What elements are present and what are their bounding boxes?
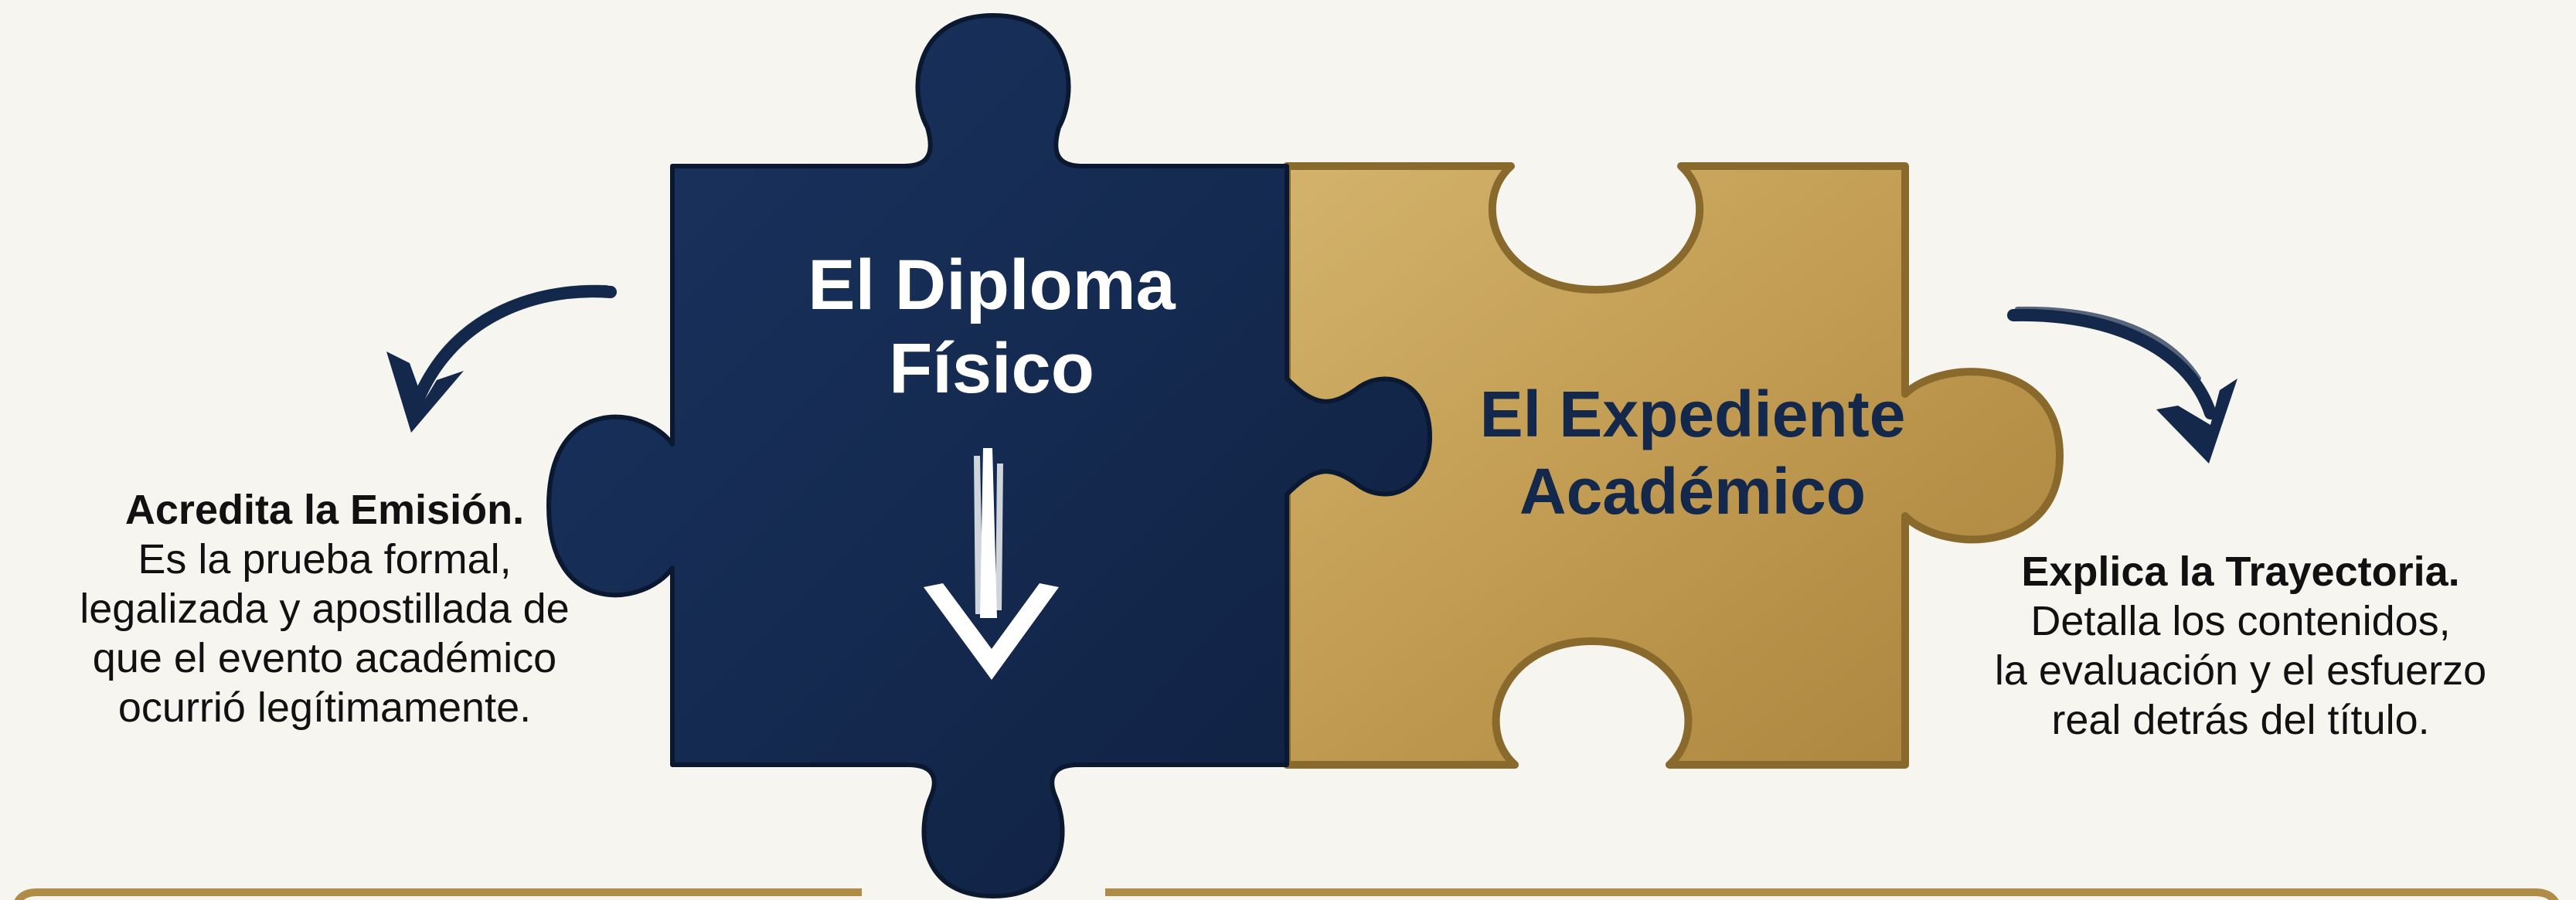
right-description: Explica la Trayectoria. Detalla los cont…	[1905, 547, 2576, 745]
puzzle-piece-expediente	[1283, 162, 2064, 769]
left-heading: Acredita la Emisión.	[124, 487, 525, 533]
right-line: Detalla los contenidos,	[2030, 598, 2451, 644]
diploma-title-line-1: El Diploma	[808, 246, 1176, 324]
left-line: Es la prueba formal,	[138, 536, 512, 582]
left-line: ocurrió legítimamente.	[117, 684, 532, 731]
left-description: Acredita la Emisión. Es la prueba formal…	[0, 485, 649, 732]
left-line: legalizada y apostillada de	[80, 586, 570, 632]
right-line: la evaluación y el esfuerzo	[1994, 647, 2487, 694]
bottom-bracket	[12, 888, 2559, 900]
curved-arrow-right-icon	[2007, 306, 2237, 464]
diploma-title-line-2: Físico	[889, 329, 1094, 408]
right-heading: Explica la Trayectoria.	[2021, 548, 2460, 595]
left-line: que el evento académico	[92, 635, 557, 681]
curved-arrow-left-icon	[386, 284, 617, 433]
down-arrow-icon	[924, 448, 1059, 680]
expediente-title-line-2: Académico	[1519, 455, 1866, 528]
expediente-title-line-1: El Expediente	[1480, 378, 1906, 450]
right-line: real detrás del título.	[2051, 697, 2430, 743]
